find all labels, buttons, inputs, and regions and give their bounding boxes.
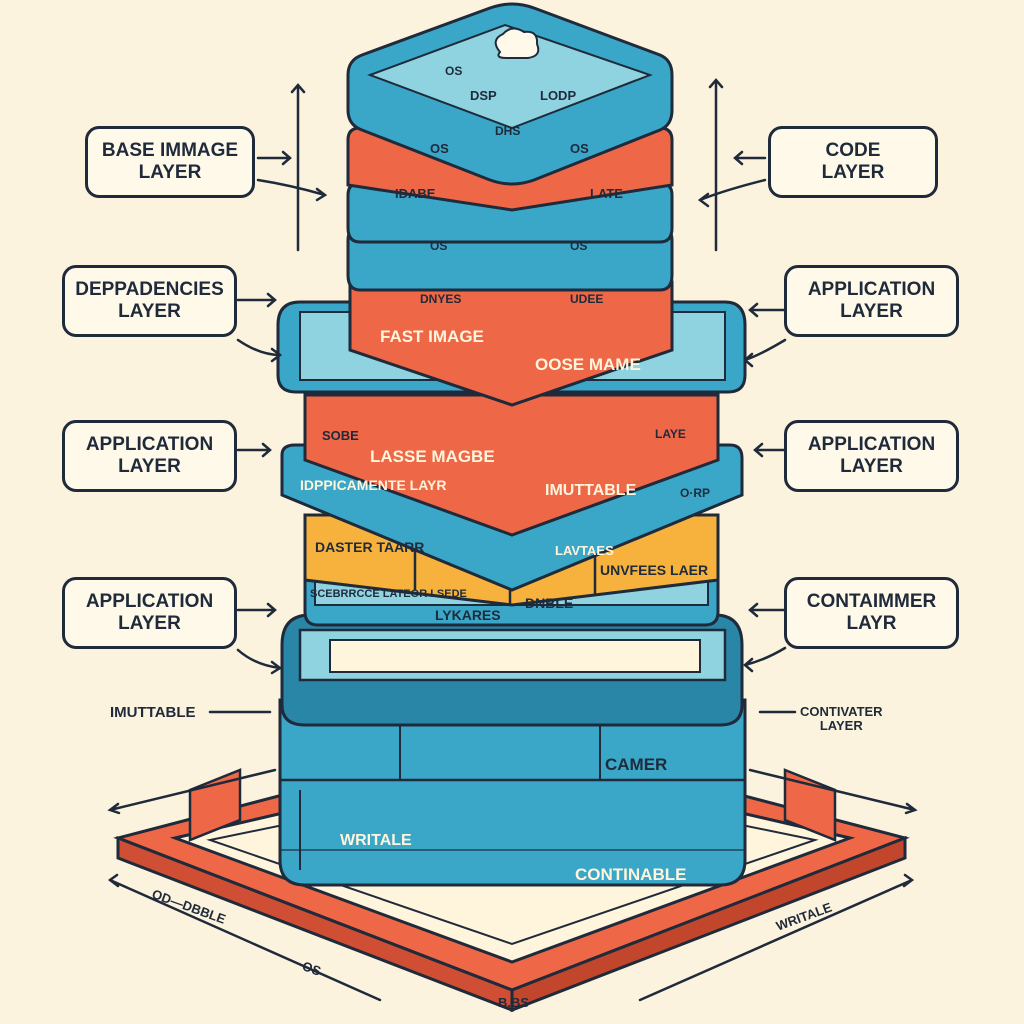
note-contivater-layer: CONTIVATER LAYER xyxy=(800,704,883,734)
cloud-icon xyxy=(494,27,540,59)
lavtaes-text: LAVTAES xyxy=(555,543,614,558)
top-lodp-text: LODP xyxy=(540,88,576,103)
label-code-layer: CODE LAYER xyxy=(768,126,938,198)
daster-tarr-text: DASTER TAARR xyxy=(315,539,424,555)
label-application-layer-left-1: APPLICATION LAYER xyxy=(62,420,237,492)
red-os-text: OS xyxy=(430,141,449,156)
label-application-layer-left-2: APPLICATION LAYER xyxy=(62,577,237,649)
note-bb-bottom: B.BS xyxy=(498,995,530,1010)
writale-text: WRITALE xyxy=(340,832,412,849)
dependencies-layer-text: IDPPICAMENTE LAYR xyxy=(300,477,447,493)
stack-red-immutable-layer xyxy=(303,393,720,537)
imutable-text: IMUTTABLE xyxy=(545,482,637,499)
note-immutable: IMUTTABLE xyxy=(110,704,196,721)
label-application-layer-right-2: APPLICATION LAYER xyxy=(784,420,959,492)
teal-os-text: OS xyxy=(430,239,447,253)
udee-text: UDEE xyxy=(570,292,603,306)
camer-text: CAMER xyxy=(605,755,667,774)
top-dsp-text: DSP xyxy=(470,88,497,103)
dnyes-text: DNYES xyxy=(420,292,461,306)
label-base-image-layer: BASE IMMAGE LAYER xyxy=(85,126,255,198)
continable-text: CONTINABLE xyxy=(575,865,686,884)
red-idabe-text: IDABE xyxy=(395,186,436,201)
laye-text: LAYE xyxy=(655,427,686,441)
sobe-text: SOBE xyxy=(322,428,359,443)
red-os2-text: OS xyxy=(570,141,589,156)
label-dependencies-layer: DEPPADENCIES LAYER xyxy=(62,265,237,337)
lykares-text: LYKARES xyxy=(435,607,501,623)
top-dhs-text: DHS xyxy=(495,124,520,138)
red-late-text: LATE xyxy=(590,186,623,201)
lasse-magbe-text: LASSE MAGBE xyxy=(370,447,495,466)
oose-mame-text: OOSE MAME xyxy=(535,355,641,374)
top-os-text: OS xyxy=(445,64,462,78)
unvees-laer-text: UNVFEES LAER xyxy=(600,562,708,578)
teal-os2-text: OS xyxy=(570,239,587,253)
label-container-layer: CONTAIMMER LAYR xyxy=(784,577,959,649)
fast-image-text: FAST IMAGE xyxy=(380,327,484,346)
orp-text: O·RP xyxy=(680,486,710,500)
describe-under-text: SCEBRRCCE LATEOR LSEDE xyxy=(310,588,467,600)
label-application-layer-right-1: APPLICATION LAYER xyxy=(784,265,959,337)
stack-top-layer xyxy=(346,2,674,186)
connector-arrows xyxy=(107,78,918,1002)
container-layer-platform xyxy=(280,613,744,727)
stack-texts: OS DSP LODP DHS OS OS IDABE LATE OS OS D… xyxy=(300,64,710,884)
dnable-text: DNBLE xyxy=(525,595,573,611)
bottom-writable-layer xyxy=(278,698,747,887)
